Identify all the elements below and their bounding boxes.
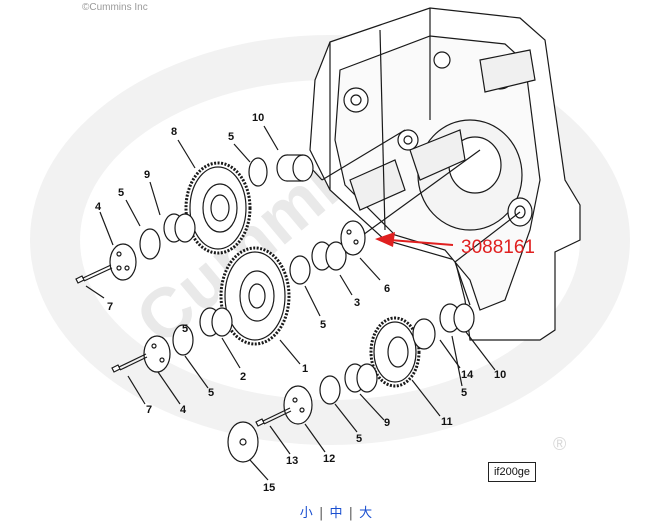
callout-6: 6 [384,283,390,295]
part-number-annotation: 3088161 [375,232,535,258]
part-number-label: 3088161 [461,237,535,258]
part-gear-11 [369,316,421,388]
callout-8: 8 [171,126,177,138]
figure-code-label: if200ge [488,462,536,482]
callout-9b: 9 [384,417,390,429]
size-small-link[interactable]: 小 [299,506,313,521]
callout-10a: 10 [252,112,264,124]
callout-5g: 5 [356,433,362,445]
part-rings [109,154,475,463]
gear-housing [309,7,581,341]
callout-3: 3 [354,297,360,309]
callout-5b: 5 [118,187,124,199]
part-bolts [75,264,292,427]
callout-leaders [85,125,496,481]
image-size-controls: 小 | 中 | 大 [0,502,672,521]
callout-13: 13 [286,455,298,467]
callout-7b: 7 [146,404,152,416]
callout-5e: 5 [208,387,214,399]
callout-7a: 7 [107,301,113,313]
callout-1: 1 [302,363,308,375]
exploded-gear-diagram: Cummins [30,7,630,494]
callout-9a: 9 [144,169,150,181]
callout-10b: 10 [494,369,506,381]
callout-12: 12 [323,453,335,465]
callout-numbers: 10 5 8 9 5 4 7 5 3 6 1 5 2 5 4 7 14 5 10… [95,112,506,494]
callout-2: 2 [240,371,246,383]
callout-5f: 5 [461,387,467,399]
callout-5a: 5 [228,131,234,143]
part-gear-8 [184,161,252,255]
callout-5d: 5 [182,323,188,335]
callout-15: 15 [263,482,275,494]
size-medium-link[interactable]: 中 [329,506,343,521]
copyright-notice: ©Cummins Inc [82,2,148,13]
callout-11: 11 [441,416,453,428]
callout-4b: 4 [180,404,187,416]
callout-5c: 5 [320,319,326,331]
callout-14: 14 [461,369,474,381]
registered-mark: ® [553,434,567,454]
separator: | [318,506,324,521]
separator: | [348,506,354,521]
part-gear-1 [219,246,291,346]
size-large-link[interactable]: 大 [359,506,373,521]
callout-4a: 4 [95,201,102,213]
